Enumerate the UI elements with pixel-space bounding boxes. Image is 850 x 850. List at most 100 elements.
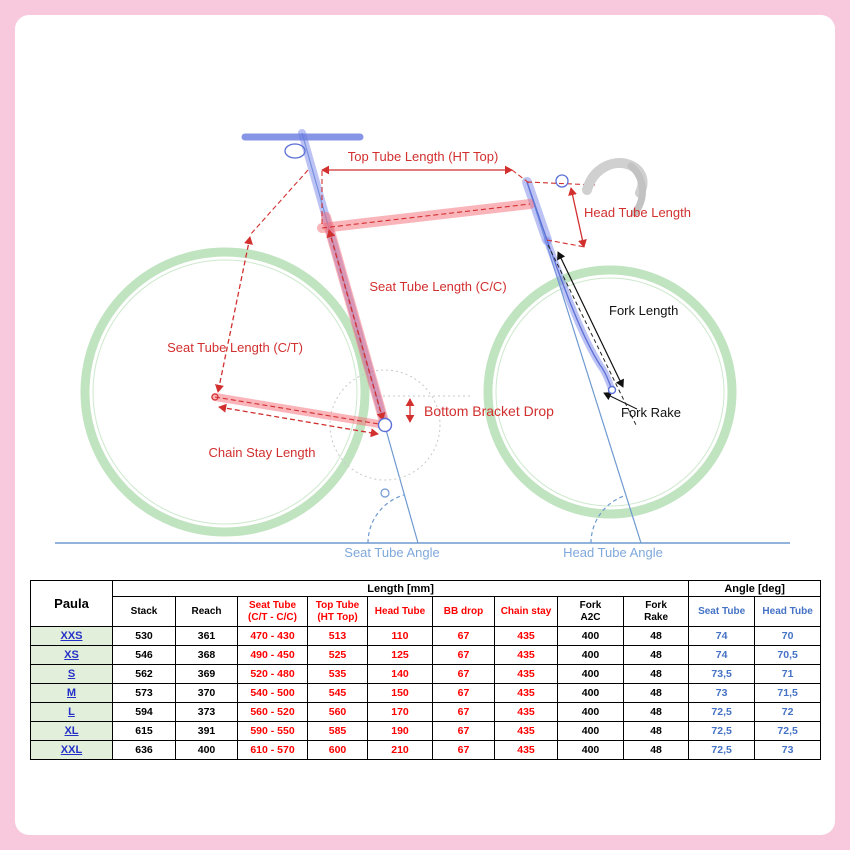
value-cell: 48 [622, 740, 690, 760]
value-cell: 72,5 [754, 721, 822, 741]
seat-tube-ct-helper [249, 169, 309, 236]
size-link-l[interactable]: L [68, 706, 75, 718]
size-link-xxs[interactable]: XXS [60, 630, 83, 642]
chain-stay-length-arrow [218, 403, 379, 438]
value-cell: 369 [175, 664, 238, 684]
label-bb-drop: Bottom Bracket Drop [424, 403, 554, 419]
value-cell: 546 [112, 645, 176, 665]
column-header: Top Tube(HT Top) [307, 596, 368, 627]
seat-angle-marker [380, 488, 390, 498]
value-cell: 67 [432, 702, 495, 722]
value-cell: 435 [494, 702, 558, 722]
size-link-xxl[interactable]: XXL [60, 744, 83, 756]
value-cell: 530 [112, 626, 176, 646]
size-cell: XL [30, 721, 113, 741]
value-cell: 67 [432, 645, 495, 665]
value-cell: 573 [112, 683, 176, 703]
value-cell: 210 [367, 740, 433, 760]
value-cell: 435 [494, 645, 558, 665]
size-cell: M [30, 683, 113, 703]
value-cell: 470 - 430 [237, 626, 308, 646]
value-cell: 610 - 570 [237, 740, 308, 760]
label-top-tube-length: Top Tube Length (HT Top) [348, 149, 499, 164]
value-cell: 535 [307, 664, 368, 684]
size-cell: XXL [30, 740, 113, 760]
label-chain-stay-length: Chain Stay Length [209, 445, 316, 460]
size-link-m[interactable]: M [66, 687, 77, 699]
value-cell: 72 [754, 702, 822, 722]
size-link-xl[interactable]: XL [64, 725, 79, 737]
value-cell: 368 [175, 645, 238, 665]
value-cell: 73,5 [688, 664, 756, 684]
value-cell: 48 [622, 702, 690, 722]
value-cell: 72,5 [688, 740, 756, 760]
value-cell: 48 [622, 626, 690, 646]
group-header-row: Paula Length [mm] Angle [deg] [30, 580, 822, 627]
value-cell: 48 [622, 721, 690, 741]
top-tube-riser-right [511, 169, 530, 184]
value-cell: 585 [307, 721, 368, 741]
value-cell: 545 [307, 683, 368, 703]
value-cell: 70 [754, 626, 822, 646]
value-cell: 400 [557, 740, 624, 760]
angle-group-header: Angle [deg] [688, 580, 822, 597]
value-cell: 400 [557, 721, 624, 741]
fork-length-arrow [557, 251, 624, 388]
size-link-xs[interactable]: XS [64, 649, 79, 661]
label-fork-length: Fork Length [609, 303, 678, 318]
value-cell: 71 [754, 664, 822, 684]
value-cell: 72,5 [688, 721, 756, 741]
value-cell: 615 [112, 721, 176, 741]
value-cell: 361 [175, 626, 238, 646]
rear-wheel [80, 247, 370, 537]
column-header: Seat Tube(C/T - C/C) [237, 596, 308, 627]
value-cell: 590 - 550 [237, 721, 308, 741]
label-fork-rake: Fork Rake [621, 405, 681, 420]
head-tube-angle-arc [590, 494, 627, 544]
value-cell: 73 [688, 683, 756, 703]
column-header: BB drop [432, 596, 495, 627]
value-cell: 74 [688, 645, 756, 665]
value-cell: 67 [432, 664, 495, 684]
value-cell: 400 [175, 740, 238, 760]
label-seat-tube-ct: Seat Tube Length (C/T) [167, 340, 303, 355]
value-cell: 400 [557, 664, 624, 684]
value-cell: 370 [175, 683, 238, 703]
value-cell: 67 [432, 721, 495, 741]
value-cell: 560 - 520 [237, 702, 308, 722]
value-cell: 150 [367, 683, 433, 703]
label-seat-tube-cc: Seat Tube Length (C/C) [369, 279, 506, 294]
bb-reference-circle [329, 369, 441, 481]
brake-lever [627, 162, 646, 217]
value-cell: 400 [557, 683, 624, 703]
column-header: Stack [112, 596, 176, 627]
stem-clamp [555, 174, 569, 188]
value-cell: 71,5 [754, 683, 822, 703]
value-cell: 48 [622, 664, 690, 684]
column-header: Seat Tube [688, 596, 756, 627]
rear-axle [211, 393, 219, 401]
value-cell: 562 [112, 664, 176, 684]
value-cell: 400 [557, 702, 624, 722]
value-cell: 400 [557, 645, 624, 665]
value-cell: 190 [367, 721, 433, 741]
bottom-bracket [377, 417, 393, 433]
size-link-s[interactable]: S [67, 668, 76, 680]
column-header: Reach [175, 596, 238, 627]
seat-tube-cc-arrow [326, 229, 386, 421]
head-tube-centerline [526, 181, 548, 241]
seat-tube-ct-arrow [215, 236, 253, 393]
value-cell: 74 [688, 626, 756, 646]
value-cell: 435 [494, 721, 558, 741]
seat-tube-angle-arc [367, 494, 405, 544]
